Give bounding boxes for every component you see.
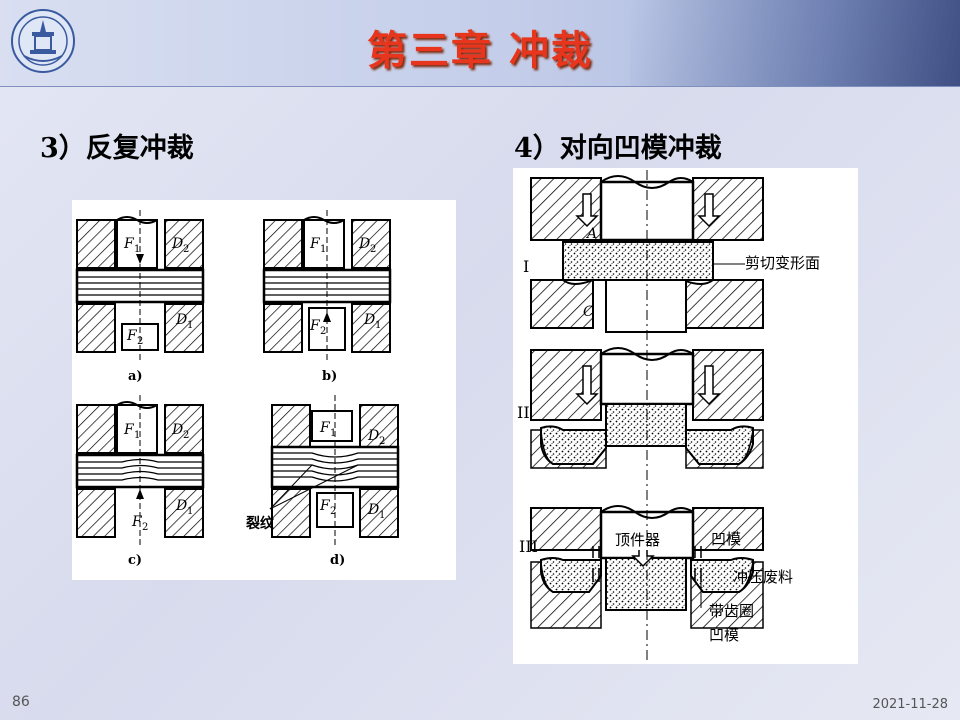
die-d1-label-a: D [175,312,187,328]
die-d1-label-c: D [175,498,187,514]
opposed-die-blanking-figure: I A C 剪切变形面 II [513,168,858,664]
sublabel-b: b) [322,369,337,384]
force-f1-sub-d: 1 [330,428,336,439]
die-d2-label-b: D [358,236,370,252]
die-d2-label-a: D [171,236,183,252]
force-f2-sub-c: 2 [142,522,148,533]
stage-1-label: I [523,257,529,276]
callout-die-bottom: 凹模 [709,626,739,644]
callout-die-top: 凹模 [711,530,741,548]
point-a-label: A [585,226,597,242]
die-d1-label-b: D [363,312,375,328]
die-d2-sub-b: 2 [370,244,376,255]
die-d1-sub-b: 1 [375,320,381,331]
force-f2-label-c: F [131,514,143,530]
force-f1-label-d: F [319,420,331,436]
force-f2-label-a: F [126,328,138,344]
sub-figure-a [75,210,205,360]
stage-2-label: II [517,403,530,422]
force-f1-label-c: F [123,422,135,438]
die-d1-sub-c: 1 [187,506,193,517]
sub-figure-c [75,395,205,545]
page-title: 第三章 冲裁 [367,28,593,74]
slide-date: 2021-11-28 [872,697,948,712]
sub-figure-b [262,210,392,360]
stage-3-label: III [519,537,538,556]
force-f1-sub-c: 1 [134,430,140,441]
repeated-blanking-figure: F 1 D 2 F 2 D 1 a) F 1 D 2 F 2 D 1 b) F … [72,200,456,580]
crack-label: 裂纹 [245,515,275,532]
force-f2-sub-d: 2 [330,506,336,517]
die-d1-sub-d: 1 [379,510,385,521]
callout-scrap: 冲压废料 [733,568,793,586]
force-f2-label-b: F [309,318,321,334]
point-c-label: C [583,304,594,320]
die-d2-sub-a: 2 [183,244,189,255]
stage-3-diagram: III 顶件器 凹模 冲压废料 带齿圈 凹模 [519,505,793,644]
stage-2-diagram: II [517,347,764,469]
die-d2-label-c: D [171,422,183,438]
section-heading-repeated-blanking: 3）反复冲裁 [40,133,194,164]
stage-1-diagram: I A C 剪切变形面 [523,175,820,333]
sublabel-a: a) [128,369,143,384]
callout-toothed-ring: 带齿圈 [709,602,754,620]
force-f2-sub-a: 2 [137,336,143,347]
die-d1-sub-a: 1 [187,320,193,331]
force-f2-sub-b: 2 [320,326,326,337]
sub-figure-d [269,395,400,545]
die-d2-sub-d: 2 [379,436,385,447]
sublabel-d: d) [330,553,345,568]
force-f1-label-b: F [309,236,321,252]
header-decoration [630,0,960,86]
force-f1-label-a: F [123,236,135,252]
force-f2-label-d: F [319,498,331,514]
die-d1-label-d: D [367,502,379,518]
slide-header: 第三章 冲裁 [0,0,960,87]
force-f1-sub-b: 1 [320,244,326,255]
die-d2-sub-c: 2 [183,430,189,441]
section-heading-opposed-die-blanking: 4）对向凹模冲裁 [514,133,722,164]
force-f1-sub-a: 1 [134,244,140,255]
callout-ejector: 顶件器 [615,531,660,549]
sublabel-c: c) [128,553,142,568]
die-d2-label-d: D [367,428,379,444]
university-logo-icon [11,9,75,73]
callout-shear-surface: 剪切变形面 [745,254,820,272]
page-number: 86 [12,694,30,710]
